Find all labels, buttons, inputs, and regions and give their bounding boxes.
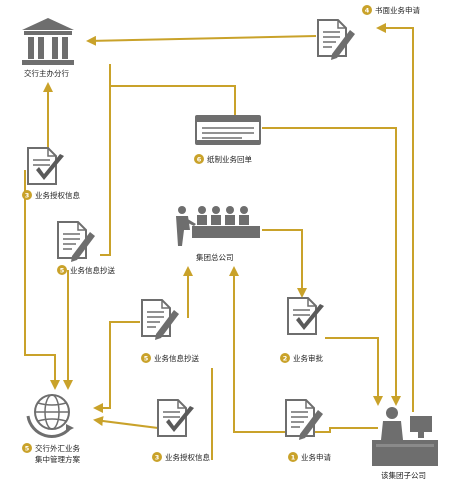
flow-bottom-auth-to-platform bbox=[93, 416, 159, 429]
flow-hq-to-approval bbox=[262, 229, 307, 298]
hq-label: 集团总公司 bbox=[196, 252, 234, 262]
flow-sub-to-written bbox=[376, 23, 414, 412]
flow-branch-to-receipt bbox=[110, 85, 236, 126]
step-3-bottom-badge: 3 bbox=[152, 452, 162, 462]
platform-label-line2: 集中管理方案 bbox=[35, 454, 80, 464]
document-check-icon bbox=[287, 297, 325, 335]
svg-text:1: 1 bbox=[291, 454, 296, 462]
platform-label-line1: 交行外汇业务 bbox=[35, 443, 80, 453]
platform-badge: 5 bbox=[22, 443, 32, 453]
svg-text:6: 6 bbox=[197, 156, 202, 164]
document-check-icon bbox=[157, 399, 195, 437]
flow-apply-to-hq bbox=[229, 266, 378, 433]
flow-approval-to-sub bbox=[325, 337, 383, 406]
svg-text:5: 5 bbox=[60, 267, 65, 275]
step-5-center-label: 业务信息抄送 bbox=[154, 353, 199, 363]
step-3-bottom-label: 业务授权信息 bbox=[165, 452, 210, 462]
meeting-icon bbox=[176, 206, 260, 246]
printout-icon bbox=[195, 115, 261, 145]
document-check-icon bbox=[27, 147, 65, 185]
branch-label: 交行主办分行 bbox=[24, 68, 69, 78]
step-1-badge: 1 bbox=[288, 452, 298, 462]
document-pen-icon bbox=[141, 299, 180, 341]
step-3-left-label: 业务授权信息 bbox=[35, 190, 80, 200]
document-pen-icon bbox=[317, 19, 356, 61]
flow-lines bbox=[24, 23, 414, 460]
step-2-label: 业务审批 bbox=[293, 353, 323, 363]
step-6-label: 纸制业务回单 bbox=[207, 154, 252, 164]
step-4-badge: 4 bbox=[362, 5, 372, 15]
step-5-center-badge: 5 bbox=[141, 353, 151, 363]
step-5-left-badge: 5 bbox=[57, 265, 67, 275]
svg-text:4: 4 bbox=[365, 7, 370, 15]
step-3-left-badge: 3 bbox=[22, 190, 32, 200]
step-6-badge: 6 bbox=[194, 154, 204, 164]
step-1-label: 业务申请 bbox=[301, 452, 331, 462]
svg-text:5: 5 bbox=[144, 355, 149, 363]
step-4-label: 书面业务申请 bbox=[375, 5, 420, 15]
flow-receipt-to-sub bbox=[262, 127, 401, 406]
sub-label: 该集团子公司 bbox=[381, 470, 426, 480]
document-pen-icon bbox=[285, 399, 324, 441]
flow-copy-to-platform-center bbox=[93, 321, 140, 413]
flow-left-down bbox=[24, 170, 60, 390]
bank-icon bbox=[22, 18, 74, 65]
step-5-left-label: 业务信息抄送 bbox=[70, 265, 115, 275]
step-2-badge: 2 bbox=[280, 353, 290, 363]
svg-text:5: 5 bbox=[25, 445, 30, 453]
svg-text:2: 2 bbox=[283, 355, 288, 363]
flow-written-to-branch bbox=[86, 35, 317, 46]
globe-cycle-icon bbox=[26, 394, 74, 438]
svg-text:3: 3 bbox=[25, 192, 30, 200]
flow-branch-copy-line bbox=[100, 64, 111, 256]
office-desk-icon bbox=[372, 407, 438, 466]
document-pen-icon bbox=[57, 221, 96, 263]
svg-text:3: 3 bbox=[155, 454, 160, 462]
